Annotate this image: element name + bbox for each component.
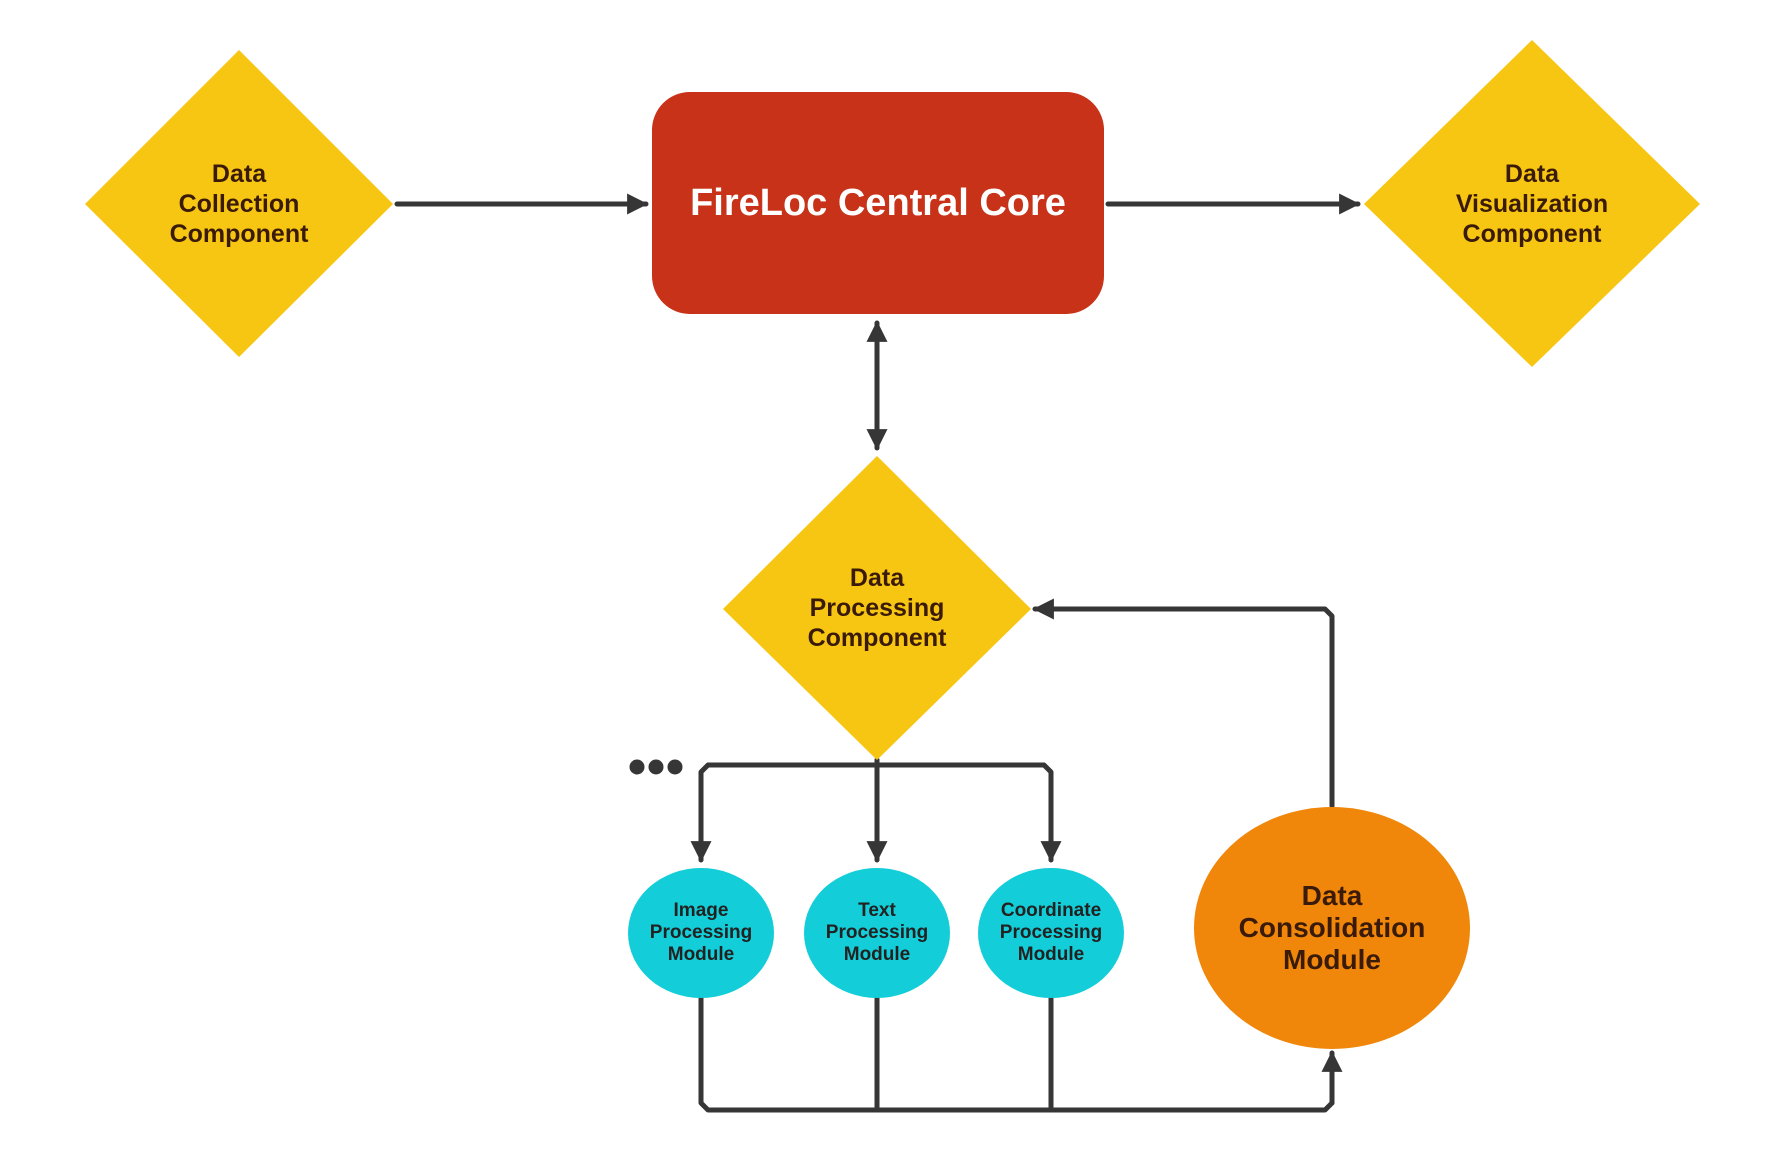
connectors — [394, 193, 1361, 1113]
edge-processing-branch-coordinate — [874, 762, 1062, 863]
edge-processing-branch-image — [690, 757, 880, 863]
edge-image-to-bus — [698, 992, 1335, 1113]
data-collection-diamond — [85, 50, 393, 357]
core-box — [652, 92, 1104, 314]
text-module-ellipse — [804, 868, 950, 998]
ellipsis-dot-1 — [629, 759, 645, 775]
ellipsis-dot-2 — [648, 759, 664, 775]
coordinate-module-ellipse — [978, 868, 1124, 998]
image-module-ellipse — [628, 868, 774, 998]
data-visualization-diamond — [1364, 40, 1700, 367]
edge-consolidation-to-processing — [1032, 598, 1335, 809]
consolidation-module-ellipse — [1194, 807, 1470, 1049]
more-modules-ellipsis-icon — [629, 759, 683, 775]
ellipsis-dot-3 — [667, 759, 683, 775]
data-processing-diamond — [723, 456, 1031, 760]
